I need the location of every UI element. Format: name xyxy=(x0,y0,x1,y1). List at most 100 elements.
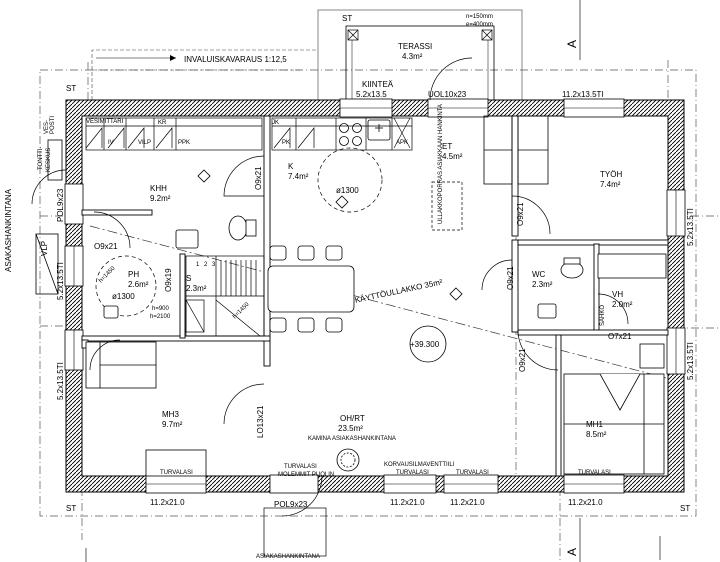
terrace-spec2: e=400mm xyxy=(466,22,493,28)
door-swings xyxy=(31,57,629,517)
stairs xyxy=(185,255,265,337)
door-lo1: LO13x21 xyxy=(256,405,265,438)
level-marker xyxy=(409,325,447,363)
label-pk: PK xyxy=(282,140,291,146)
beds xyxy=(85,341,665,475)
label-vesimittari: VESIMITTARI xyxy=(86,119,124,125)
label-kr: KR xyxy=(158,120,167,126)
room-ph-area: 2.6m² xyxy=(128,280,149,289)
window-bottom-2: 11.2x21.0 xyxy=(390,498,425,507)
window-right-mh1: 5.2x13.5TI xyxy=(686,342,695,380)
room-khh-name: KHH xyxy=(150,184,167,193)
korvaus-top: KORVAUSILMAVENTTIILI xyxy=(384,462,455,468)
turvalasi-mh1: TURVALASI xyxy=(578,470,611,476)
window-bottom-3: 11.2x21.0 xyxy=(450,498,485,507)
technical-boxes xyxy=(35,139,63,295)
sanitary xyxy=(103,215,584,319)
door-bottom: POL9x23 xyxy=(274,500,308,509)
door-et-tyoh: O9x21 xyxy=(516,202,525,226)
room-et-area: 4.5m² xyxy=(442,152,463,161)
ullakko-label: ULLAKKOPORRAS ASIAKKAAN HANKINTA xyxy=(438,104,444,224)
turvalasi-ohrt-sub: MOLEMMIT PUOLIN xyxy=(278,472,335,478)
turvalasi-bottom3: TURVALASI xyxy=(456,470,489,476)
posti-label: POSTI xyxy=(50,115,56,134)
interior-walls xyxy=(81,115,669,477)
entrance-steps xyxy=(263,507,327,557)
door-s: O9x19 xyxy=(164,268,173,292)
reservation-area xyxy=(91,49,318,100)
diameter-ph: ø1300 xyxy=(112,292,135,301)
fireplace xyxy=(336,448,360,472)
window-glass-lines xyxy=(73,107,677,485)
label-ppk: PPK xyxy=(178,140,191,146)
terrace-st: ST xyxy=(342,14,353,23)
room-mh1-name: MH1 xyxy=(586,420,603,429)
door-khh-k: O9x21 xyxy=(254,166,263,190)
turvalasi-korvaus: TURVALASI xyxy=(396,470,429,476)
top-left-st: ST xyxy=(66,84,77,93)
diag-s2: h=2100 xyxy=(150,314,171,320)
fireplace-label: KAMINA ASIAKASHANKINTANA xyxy=(308,436,396,442)
section-mark-bottom: A xyxy=(565,547,579,556)
window-right-tyoh: 5.2x13.5TI xyxy=(686,208,695,246)
stairs-mark-2: 2 xyxy=(204,262,208,268)
window-top-kiintea: 5.2x13.5 xyxy=(356,90,387,99)
window-left-lower: 5.2x13.5TI xyxy=(56,362,65,400)
terrace-spec1: n=150mm xyxy=(466,14,493,20)
tontti-label: TONTTI- xyxy=(38,146,44,170)
wall-openings xyxy=(64,98,686,494)
window-bottom-1: 11.2x21.0 xyxy=(150,498,185,507)
door-khh-ph: O9x21 xyxy=(94,242,118,251)
dishwasher xyxy=(393,117,411,149)
window-top-right: 11.2x13.5TI xyxy=(562,90,604,99)
stairs-mark-1: 1 xyxy=(196,262,200,268)
section-mark-top: A xyxy=(565,39,579,48)
room-mh1-area: 8.5m² xyxy=(586,430,607,439)
room-wc-name: WC xyxy=(532,270,546,279)
stairs-mark-3: 3 xyxy=(212,262,216,268)
label-vilp: VILP xyxy=(138,140,152,146)
asakas-hankinta-left: ASAKASHANKINTANA xyxy=(4,189,13,272)
fire-detectors xyxy=(197,169,463,301)
keskus-label: KESKUS xyxy=(46,147,52,172)
door-left: POL9x23 xyxy=(56,188,65,222)
label-jk: JK xyxy=(272,120,280,126)
et-wardrobes xyxy=(483,115,549,185)
room-mh3-name: MH3 xyxy=(162,410,179,419)
room-tyoh-area: 7.4m² xyxy=(600,180,621,189)
room-s-name: S xyxy=(186,274,192,283)
terrace-area: 4.3m² xyxy=(402,52,423,61)
section-line xyxy=(89,225,667,379)
turvalasi-mh3: TURVALASI xyxy=(160,470,193,476)
diameter-kitchen: ø1300 xyxy=(336,186,359,195)
room-k-name: K xyxy=(288,162,294,171)
vlp-label: VLP xyxy=(40,240,49,256)
door-wc: O9x21 xyxy=(506,266,515,290)
door-vh: O7x21 xyxy=(608,332,632,341)
room-wc-area: 2.3m² xyxy=(532,280,553,289)
door-mh1: O9x21 xyxy=(518,348,527,372)
room-et-name: ET xyxy=(442,142,453,151)
room-vh-name: VH xyxy=(612,290,624,299)
entrance-label: ASIAKASHANKINTANA xyxy=(256,554,320,560)
reservation-label: INVALUISKAVARAUS 1:12,5 xyxy=(184,55,287,64)
room-tyoh-name: TYÖH xyxy=(600,170,623,179)
diag-s1: h=900 xyxy=(152,306,169,312)
room-s-area: 2.3m² xyxy=(186,284,207,293)
attic-ladder xyxy=(431,181,463,231)
bottom-st-right: ST xyxy=(680,504,691,513)
stove xyxy=(339,123,362,146)
turvalasi-ohrt: TURVALASI xyxy=(284,464,317,470)
room-ph-name: PH xyxy=(128,270,140,279)
label-iv: IV xyxy=(108,140,114,146)
room-k-area: 7.4m² xyxy=(288,172,309,181)
terrace-name: TERASSI xyxy=(398,42,433,51)
room-vh-area: 2.0m² xyxy=(612,300,633,309)
bottom-st-left: ST xyxy=(66,504,77,513)
room-ohrt-area: 23.5m² xyxy=(338,424,363,433)
kitchen-sink xyxy=(367,119,391,141)
window-left-upper: 5.2x13.5TI xyxy=(56,262,65,300)
section-a-lines xyxy=(85,0,661,562)
label-apk: APK xyxy=(396,140,409,146)
